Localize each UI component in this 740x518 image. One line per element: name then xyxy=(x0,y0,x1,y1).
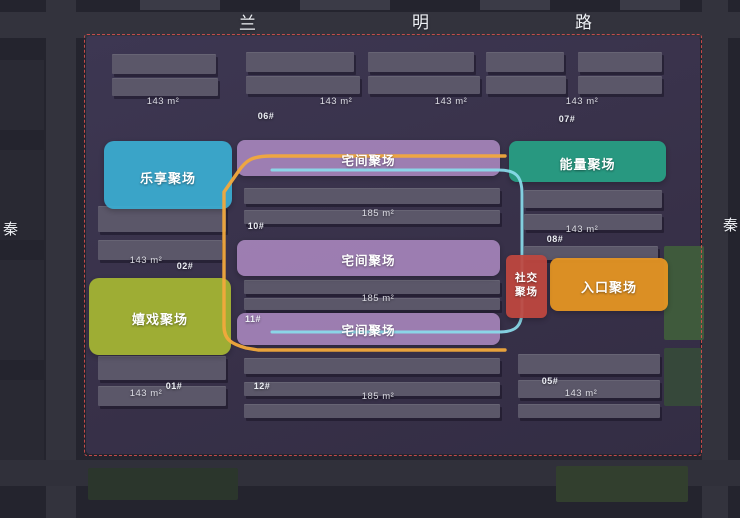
building-block xyxy=(112,78,218,96)
building-block xyxy=(368,52,474,72)
building-block xyxy=(112,54,216,74)
offsite-block xyxy=(0,150,44,240)
road-left xyxy=(46,0,76,518)
building-block xyxy=(486,52,564,72)
zone-nengliang xyxy=(509,141,666,182)
offsite-building xyxy=(620,0,680,10)
building-block xyxy=(518,380,660,398)
zone-rukou xyxy=(550,258,668,311)
building-block xyxy=(518,354,660,374)
building-block xyxy=(246,76,360,94)
building-block xyxy=(368,76,480,94)
building-block xyxy=(98,240,222,260)
offsite-block xyxy=(0,380,44,460)
green-patch xyxy=(556,466,688,502)
zone-zhaijian-2 xyxy=(237,240,500,276)
building-block xyxy=(524,214,662,230)
building-block xyxy=(246,52,354,72)
building-block xyxy=(98,356,226,380)
building-block xyxy=(244,210,500,224)
building-block xyxy=(244,280,500,294)
building-block xyxy=(578,76,662,94)
building-block xyxy=(244,404,500,418)
offsite-building xyxy=(480,0,550,10)
road-right xyxy=(702,0,728,518)
building-block xyxy=(244,382,500,396)
building-block xyxy=(486,76,566,94)
building-block xyxy=(244,358,500,374)
offsite-building xyxy=(140,0,220,10)
zone-zhaijian-3 xyxy=(237,313,500,345)
zone-zhaijian-1 xyxy=(237,140,500,176)
green-patch xyxy=(88,468,238,500)
offsite-block xyxy=(0,260,44,360)
building-block xyxy=(244,298,500,310)
zone-lexiang xyxy=(104,141,232,209)
building-block xyxy=(524,190,662,208)
offsite-block xyxy=(0,60,44,130)
green-patch xyxy=(664,246,704,340)
building-block xyxy=(98,386,226,406)
green-patch xyxy=(664,348,702,406)
building-block xyxy=(578,52,662,72)
building-block xyxy=(524,246,658,260)
zone-shejiao xyxy=(506,255,547,318)
building-block xyxy=(518,404,660,418)
zone-xixi xyxy=(89,278,231,355)
building-block xyxy=(244,188,500,204)
building-block xyxy=(98,206,226,232)
offsite-building xyxy=(300,0,390,10)
road-top xyxy=(0,12,740,38)
